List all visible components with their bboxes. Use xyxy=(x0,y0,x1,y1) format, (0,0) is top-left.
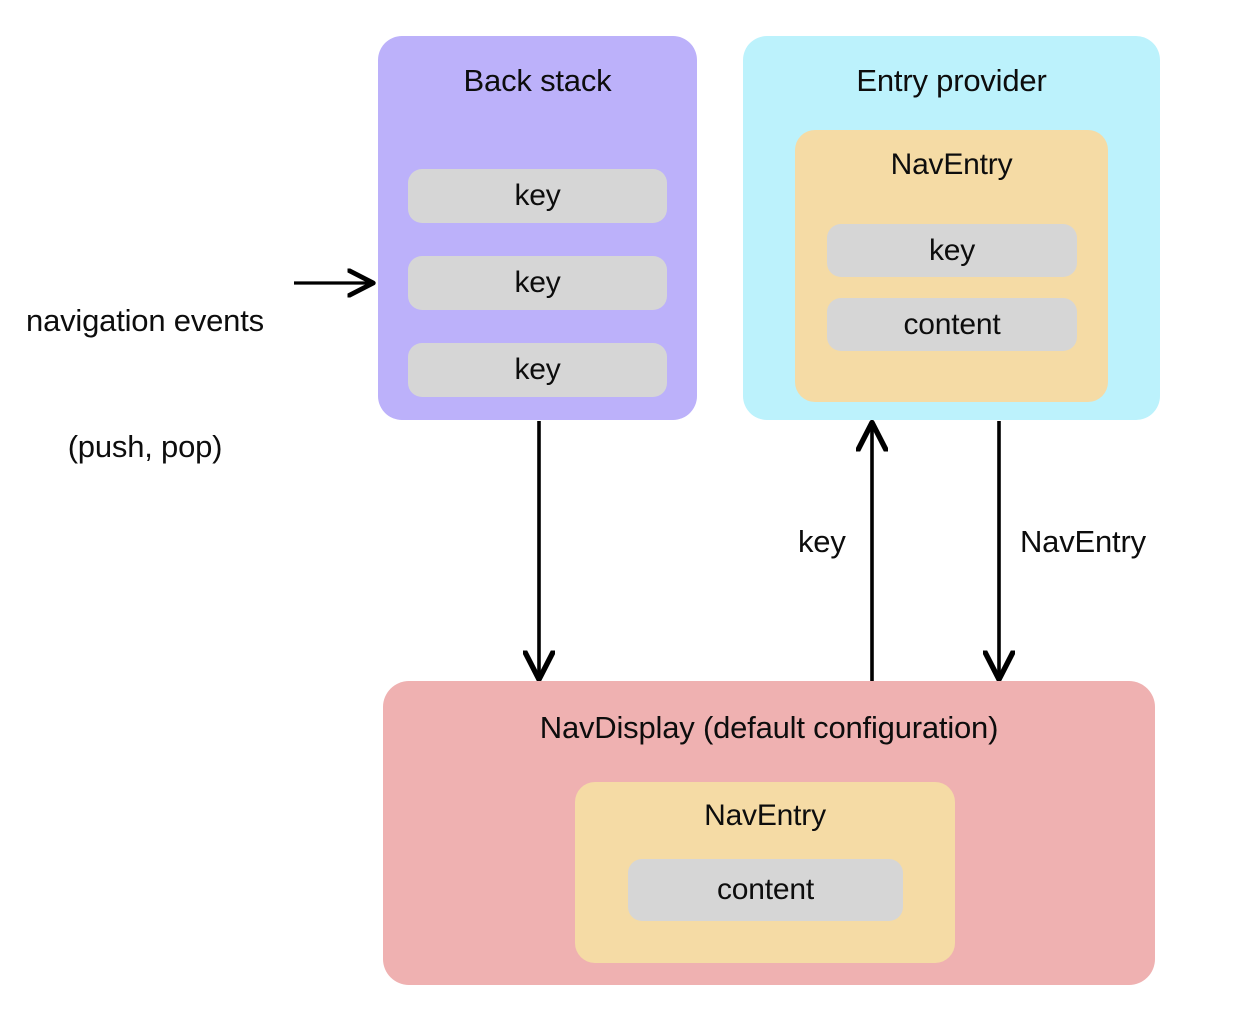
nav-display-nav-entry-box[interactable]: NavEntry content xyxy=(575,782,955,963)
navigation-events-line-1: navigation events xyxy=(26,303,264,338)
back-stack-key-2[interactable]: key xyxy=(408,343,667,397)
back-stack-key-0[interactable]: key xyxy=(408,169,667,223)
back-stack-box[interactable]: Back stack key key key xyxy=(378,36,697,420)
nav-display-nav-entry-slot-content[interactable]: content xyxy=(628,859,903,921)
back-stack-key-1[interactable]: key xyxy=(408,256,667,310)
entry-provider-nav-entry-slot-key[interactable]: key xyxy=(827,224,1077,277)
nav-display-box[interactable]: NavDisplay (default configuration) NavEn… xyxy=(383,681,1155,985)
edge-label-key: key xyxy=(798,524,846,559)
back-stack-title: Back stack xyxy=(463,63,612,98)
entry-provider-title: Entry provider xyxy=(856,63,1047,98)
entry-provider-nav-entry-box[interactable]: NavEntry key content xyxy=(795,130,1108,402)
nav-display-nav-entry-title: NavEntry xyxy=(704,799,826,832)
navigation-events-label: navigation events (push, pop) xyxy=(8,216,282,552)
nav-display-title: NavDisplay (default configuration) xyxy=(539,710,999,745)
edge-label-nav-entry: NavEntry xyxy=(1020,524,1146,559)
entry-provider-nav-entry-slot-content[interactable]: content xyxy=(827,298,1077,351)
navigation-events-line-2: (push, pop) xyxy=(67,429,223,464)
entry-provider-box[interactable]: Entry provider NavEntry key content xyxy=(743,36,1160,420)
entry-provider-nav-entry-title: NavEntry xyxy=(890,148,1013,181)
